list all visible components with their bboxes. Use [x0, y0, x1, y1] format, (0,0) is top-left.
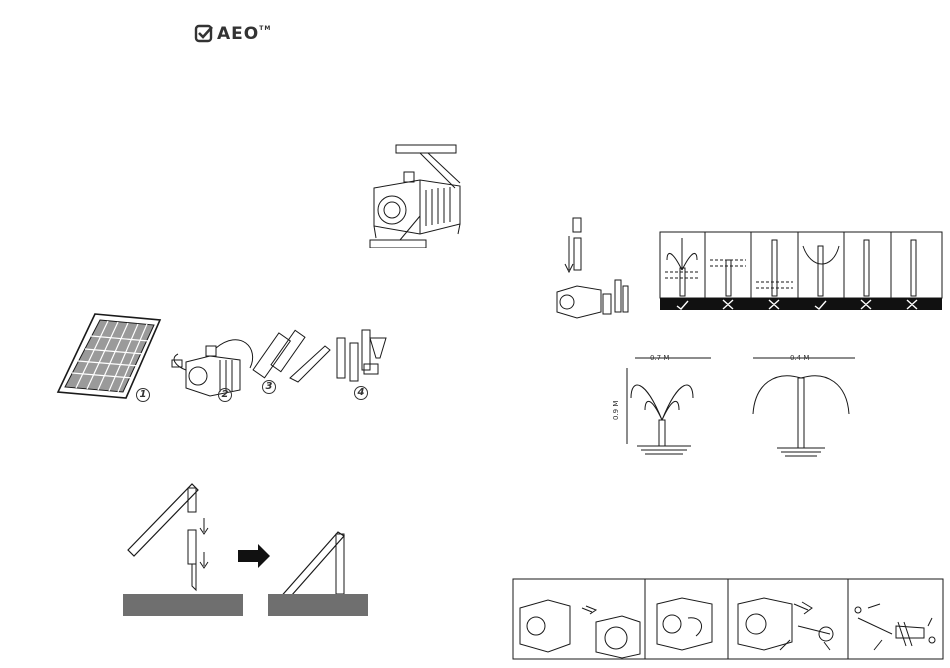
pump-callout-diagram	[360, 138, 470, 248]
part-number-3: 3	[262, 380, 276, 394]
nozzle-set-illustration	[337, 330, 386, 381]
nozzle-effects-diagram	[555, 210, 945, 325]
fountain-b-dimension-diagram	[745, 350, 865, 460]
step-4-impeller-parts	[855, 604, 935, 650]
width-label-a: 0.7 M	[650, 354, 669, 362]
width-label-b: 0.4 M	[790, 354, 809, 362]
pump-illustration	[172, 340, 253, 396]
step-2-rotate	[657, 598, 712, 650]
pump-nozzle-assembly	[557, 218, 628, 318]
stake-tubes-illustration	[253, 330, 330, 382]
brand-logo: AEOTM	[194, 24, 271, 44]
part-number-1: 1	[136, 388, 150, 402]
panel-stake-assembly-diagram	[118, 478, 368, 618]
check-box-icon	[194, 24, 214, 44]
step-3-remove-impeller	[738, 598, 833, 650]
impeller-cleaning-diagram	[512, 578, 944, 660]
solar-panel-illustration	[58, 314, 160, 398]
brand-name: AEOTM	[217, 24, 271, 44]
fountain-a-dimension-diagram	[615, 350, 735, 460]
water-level-panels	[660, 232, 942, 310]
part-number-2: 2	[218, 388, 232, 402]
height-label-a: 0.9 M	[612, 401, 620, 420]
part-number-4: 4	[354, 386, 368, 400]
step-1-remove-cover	[520, 600, 640, 658]
